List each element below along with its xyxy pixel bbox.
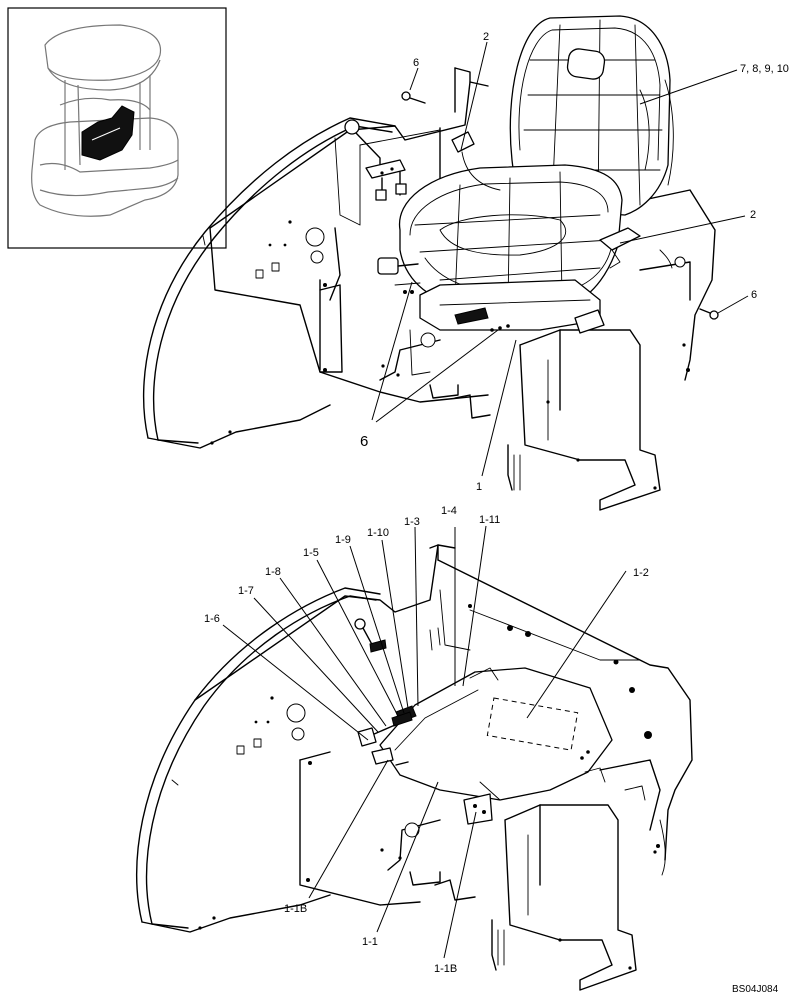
lower-frame bbox=[194, 544, 693, 991]
upper-leader-lines bbox=[371, 41, 749, 477]
lower-leader-lines bbox=[222, 525, 627, 959]
drawing-reference-code: BS04J084 bbox=[732, 984, 779, 995]
callout-1-4: 1-4 bbox=[441, 505, 457, 517]
callout-1-8: 1-8 bbox=[265, 566, 281, 578]
callout-seat-base: 1 bbox=[476, 481, 482, 493]
upper-bolts bbox=[401, 91, 719, 320]
callout-1-1: 1-1 bbox=[362, 936, 378, 948]
callout-1-5: 1-5 bbox=[303, 547, 319, 559]
seat-mount-plate bbox=[354, 618, 613, 825]
lower-callouts: 1-2 1-3 1-4 1-11 1-10 1-9 1-5 1-8 1-7 1-… bbox=[204, 505, 649, 975]
callout-1-3: 1-3 bbox=[404, 516, 420, 528]
inset-machine-sketch bbox=[31, 24, 179, 217]
callout-1-7: 1-7 bbox=[238, 585, 254, 597]
upper-assembly: 2 6 7, 8, 9, 10 2 6 6 1 bbox=[142, 15, 789, 511]
callout-1-1b-left: 1-1B bbox=[284, 903, 307, 915]
lower-side-guard bbox=[135, 587, 381, 933]
side-guard-panel bbox=[142, 117, 396, 449]
upper-callouts: 2 6 7, 8, 9, 10 2 6 6 1 bbox=[360, 31, 789, 493]
callout-mount-bolts: 6 bbox=[360, 433, 368, 450]
lower-assembly: 1-2 1-3 1-4 1-11 1-10 1-9 1-5 1-8 1-7 1-… bbox=[135, 505, 693, 991]
callout-1-9: 1-9 bbox=[335, 534, 351, 546]
callout-1-11: 1-11 bbox=[479, 514, 500, 526]
inset-highlighted-seat bbox=[81, 105, 135, 161]
callout-bolt-right: 6 bbox=[751, 289, 757, 301]
callout-seat-belt-right: 2 bbox=[750, 209, 756, 221]
operator-seat bbox=[377, 15, 674, 334]
callout-bolt-top: 6 bbox=[413, 57, 419, 69]
machine-location-inset bbox=[7, 7, 227, 249]
callout-1-10: 1-10 bbox=[367, 527, 389, 539]
callout-seat-parts: 7, 8, 9, 10 bbox=[740, 63, 789, 75]
callout-seat-belt-top: 2 bbox=[483, 31, 489, 43]
callout-1-1b-bottom: 1-1B bbox=[434, 963, 457, 975]
callout-1-2: 1-2 bbox=[633, 567, 649, 579]
adjust-lever bbox=[344, 119, 407, 201]
callout-1-6: 1-6 bbox=[204, 613, 220, 625]
